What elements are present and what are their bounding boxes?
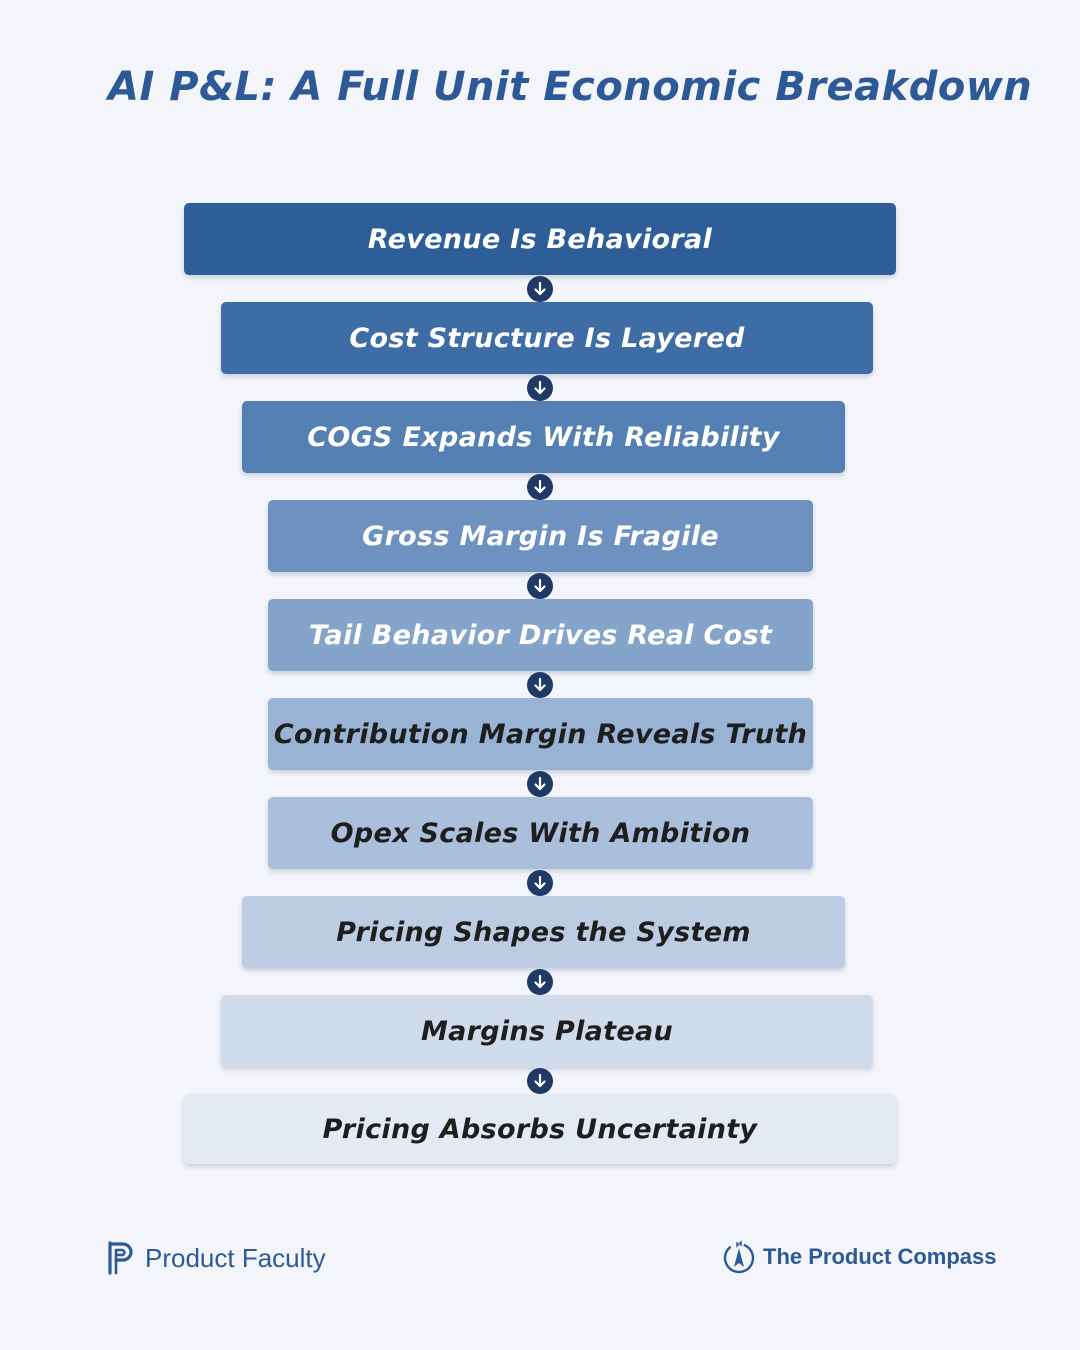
page-title: AI P&L: A Full Unit Economic Breakdown [108, 64, 1033, 110]
step-8: Pricing Shapes the System [242, 896, 845, 968]
down-arrow-icon [527, 771, 553, 797]
down-arrow-icon [527, 1068, 553, 1094]
down-arrow-icon [527, 276, 553, 302]
step-label: Gross Margin Is Fragile [362, 520, 719, 552]
step-label: Tail Behavior Drives Real Cost [308, 619, 773, 651]
step-9: Margins Plateau [221, 995, 873, 1067]
down-arrow-icon [527, 573, 553, 599]
product-faculty-brand: Product Faculty [107, 1241, 326, 1275]
step-3: COGS Expands With Reliability [242, 401, 845, 473]
step-label: Contribution Margin Reveals Truth [273, 718, 808, 750]
product-compass-brand: The Product Compass [722, 1240, 996, 1274]
step-4: Gross Margin Is Fragile [268, 500, 813, 572]
compass-icon [723, 1240, 755, 1274]
step-label: Pricing Shapes the System [336, 916, 751, 948]
step-label: Margins Plateau [420, 1015, 674, 1047]
product-faculty-name: Product Faculty [145, 1242, 326, 1273]
down-arrow-icon [527, 969, 553, 995]
product-compass-name: The Product Compass [763, 1244, 997, 1269]
step-label: Pricing Absorbs Uncertainty [322, 1113, 758, 1145]
down-arrow-icon [527, 474, 553, 500]
step-2: Cost Structure Is Layered [221, 302, 873, 374]
step-1: Revenue Is Behavioral [184, 203, 896, 275]
step-label: Cost Structure Is Layered [349, 322, 745, 354]
step-label: COGS Expands With Reliability [307, 421, 780, 453]
step-5: Tail Behavior Drives Real Cost [268, 599, 813, 671]
step-label: Revenue Is Behavioral [367, 223, 713, 255]
step-6: Contribution Margin Reveals Truth [268, 698, 813, 770]
down-arrow-icon [527, 870, 553, 896]
down-arrow-icon [527, 672, 553, 698]
product-faculty-logo-icon [108, 1241, 133, 1275]
step-7: Opex Scales With Ambition [268, 797, 813, 869]
step-label: Opex Scales With Ambition [330, 817, 751, 849]
down-arrow-icon [527, 375, 553, 401]
step-10: Pricing Absorbs Uncertainty [184, 1094, 896, 1164]
